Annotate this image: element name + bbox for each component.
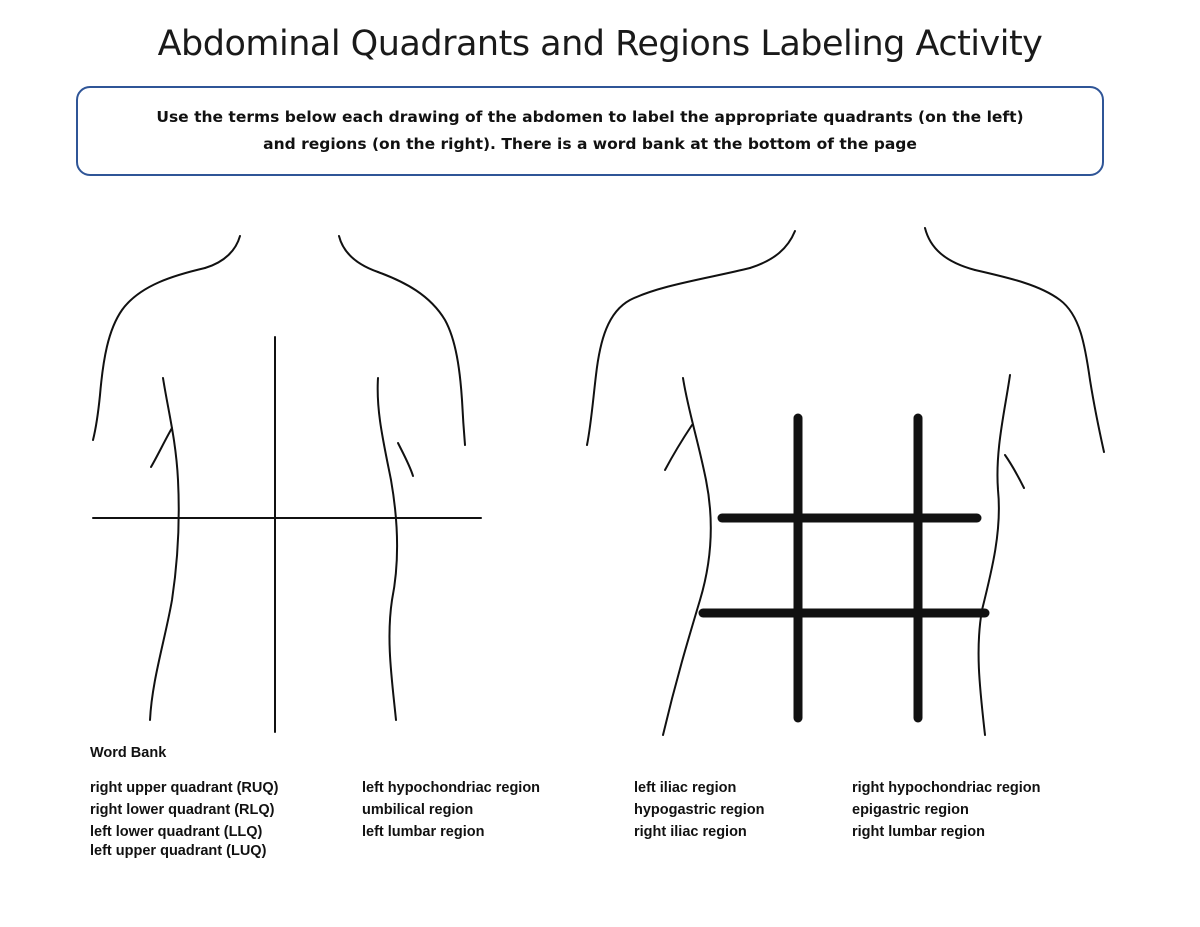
word-bank-term: left upper quadrant (LUQ) — [90, 843, 267, 859]
word-bank-term: umbilical region — [362, 802, 474, 818]
word-bank-column-4: right hypochondriac region epigastric re… — [852, 777, 1041, 843]
word-bank-column-1: right upper quadrant (RUQ) right lower q… — [90, 777, 279, 861]
quadrants-torso-drawing — [92, 235, 482, 733]
word-bank-term: left iliac region — [634, 780, 737, 796]
regions-grid-lines — [698, 413, 990, 723]
regions-torso-drawing — [586, 227, 1105, 736]
word-bank-term: right hypochondriac region — [852, 780, 1041, 796]
word-bank-term: left hypochondriac region — [362, 780, 541, 796]
word-bank-term: left lower quadrant (LLQ) — [90, 824, 263, 840]
word-bank-term: right lumbar region — [852, 824, 985, 840]
word-bank-term: left lumbar region — [362, 824, 485, 840]
word-bank-term: right iliac region — [634, 824, 747, 840]
word-bank-column-3: left iliac region hypogastric region rig… — [634, 777, 765, 843]
word-bank-term: hypogastric region — [634, 802, 765, 818]
word-bank-term: epigastric region — [852, 802, 969, 818]
instructions-box: Use the terms below each drawing of the … — [76, 86, 1104, 176]
word-bank-term: right lower quadrant (RLQ) — [90, 802, 275, 818]
word-bank-heading: Word Bank — [90, 745, 167, 761]
word-bank-term: right upper quadrant (RUQ) — [90, 780, 279, 796]
instructions-text: Use the terms below each drawing of the … — [156, 108, 1024, 153]
page-title: Abdominal Quadrants and Regions Labeling… — [157, 24, 1043, 64]
word-bank-column-2: left hypochondriac region umbilical regi… — [362, 777, 540, 843]
